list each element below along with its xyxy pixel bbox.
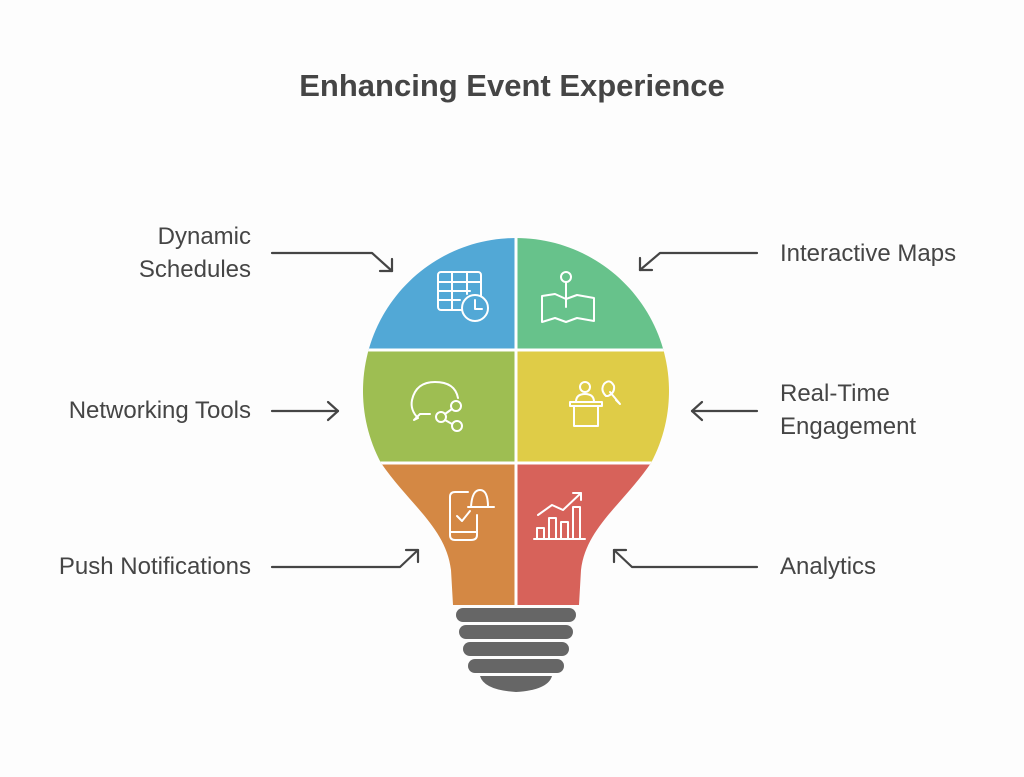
label-line: Schedules bbox=[138, 256, 251, 283]
arrow-analytics bbox=[612, 548, 759, 569]
segment-real-time-engagement bbox=[516, 350, 670, 463]
arrow-push-notifications bbox=[270, 548, 420, 569]
diagram-title: Enhancing Event Experience bbox=[299, 68, 725, 103]
bar-chart-trend-icon bbox=[533, 492, 586, 540]
label-line: Engagement bbox=[780, 413, 917, 440]
label-line: Real-Time bbox=[780, 380, 890, 407]
segment-networking-tools bbox=[363, 350, 516, 463]
bulb-base bbox=[456, 608, 576, 692]
label-dynamic-schedules: Dynamic Schedules bbox=[139, 220, 251, 286]
chat-share-icon bbox=[410, 381, 463, 432]
segment-push-notifications bbox=[363, 463, 516, 605]
speaker-podium-icon bbox=[569, 380, 621, 427]
segment-dynamic-schedules bbox=[363, 238, 516, 350]
label-line: Dynamic bbox=[157, 223, 251, 250]
arrow-networking-tools bbox=[270, 400, 340, 422]
label-push-notifications: Push Notifications bbox=[58, 553, 251, 580]
label-interactive-maps: Interactive Maps bbox=[780, 240, 957, 267]
label-networking-tools: Networking Tools bbox=[68, 397, 251, 424]
map-pin-icon bbox=[541, 271, 595, 323]
segment-interactive-maps bbox=[516, 238, 670, 350]
label-real-time-engagement: Real-Time Engagement bbox=[780, 377, 916, 443]
arrow-interactive-maps bbox=[638, 251, 759, 272]
label-analytics: Analytics bbox=[780, 553, 877, 580]
phone-bell-icon bbox=[449, 489, 495, 541]
arrow-dynamic-schedules bbox=[270, 251, 394, 273]
calendar-clock-icon bbox=[437, 271, 489, 322]
arrow-real-time-engagement bbox=[690, 400, 759, 422]
